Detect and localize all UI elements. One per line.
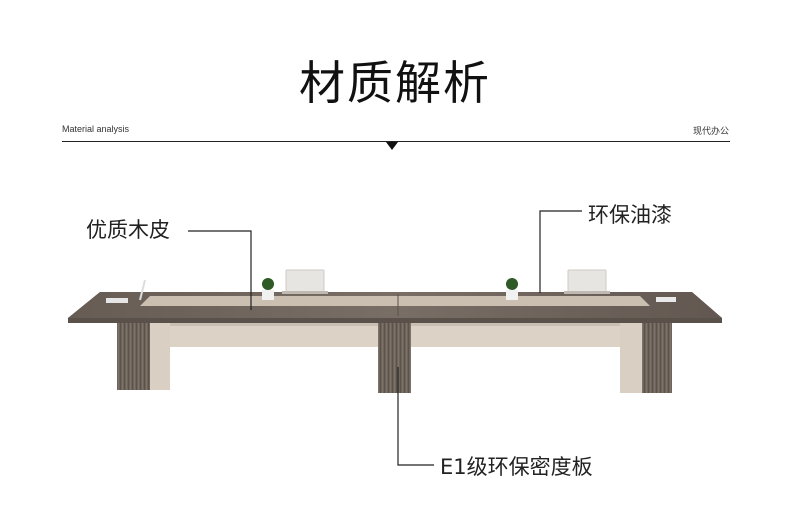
callout-density-board: E1级环保密度板 [440,455,593,479]
laptop-left-icon [282,269,328,294]
lamp-left-icon [106,279,146,303]
table-legs [117,323,672,393]
page-title: 材质解析 [299,56,491,110]
header-divider [62,141,730,142]
callout-wood-veneer: 优质木皮 [86,218,170,242]
divider-pointer-icon [386,142,398,150]
laptop-right-icon [564,269,610,294]
subtitle-english: Material analysis [62,124,130,134]
subtitle-chinese: 现代办公 [692,127,729,137]
callout-eco-paint: 环保油漆 [588,203,672,227]
table-top [68,292,722,323]
plant-left-icon [262,278,274,300]
cable-port-right-icon [656,297,676,302]
callout-lines [188,210,582,466]
plant-right-icon [506,278,518,300]
